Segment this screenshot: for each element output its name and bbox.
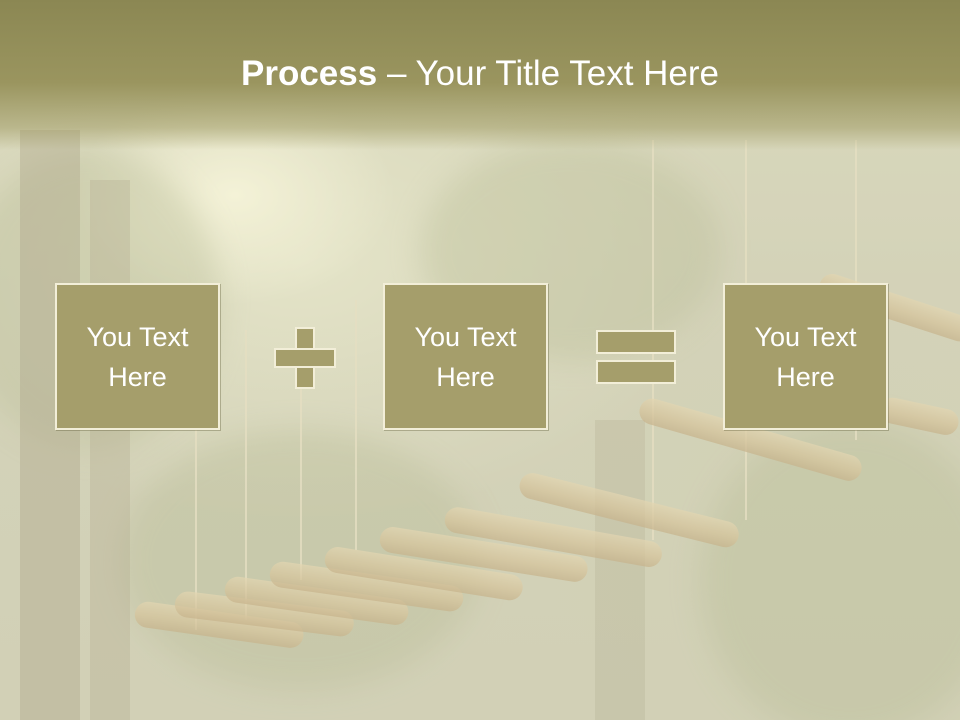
process-box-2[interactable]: You Text Here [383, 283, 548, 430]
rope [195, 330, 197, 630]
title-rest: – Your Title Text Here [377, 54, 719, 93]
equals-icon [596, 330, 676, 384]
process-box-label: You Text Here [754, 321, 857, 392]
header-band [0, 0, 960, 150]
plus-icon [274, 327, 336, 389]
equals-top-bar [596, 330, 676, 354]
process-box-3[interactable]: You Text Here [723, 283, 888, 430]
rope [245, 330, 247, 620]
title-bold: Process [241, 54, 378, 93]
equals-bottom-bar [596, 360, 676, 384]
tree-trunk [595, 420, 645, 720]
rope [355, 300, 357, 550]
plus-center-fill [297, 350, 313, 366]
tree-trunk [90, 180, 130, 720]
slide-title[interactable]: Process – Your Title Text Here [0, 52, 960, 96]
process-box-label: You Text Here [414, 321, 517, 392]
process-box-label: You Text Here [86, 321, 189, 392]
process-box-1[interactable]: You Text Here [55, 283, 220, 430]
rope [300, 330, 302, 580]
